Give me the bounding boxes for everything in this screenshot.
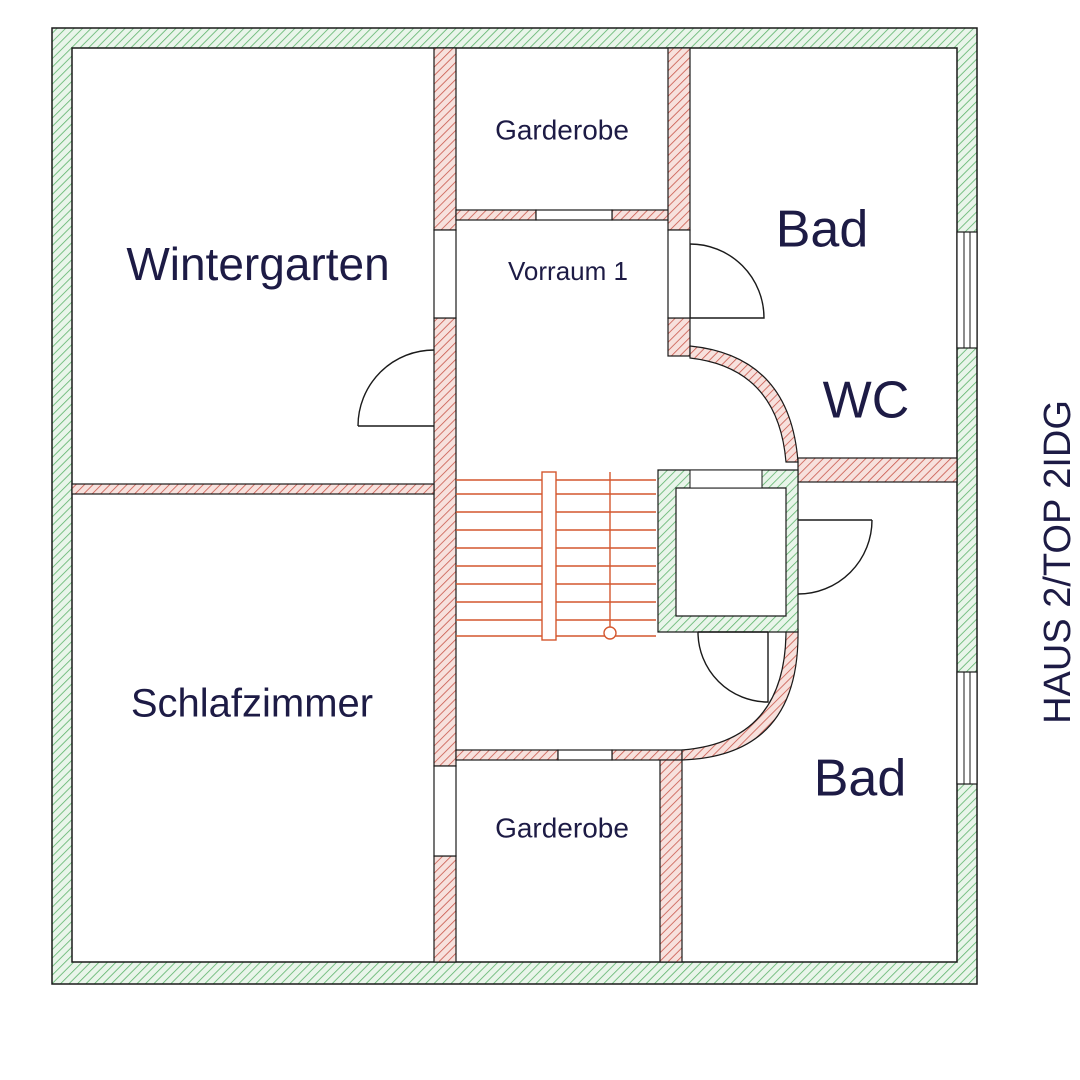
- staircase: [456, 471, 656, 641]
- door-swings: [357, 243, 873, 703]
- room-label-bad-bottom: Bad: [814, 750, 907, 808]
- window-openings: [956, 231, 978, 785]
- exterior-wall: [51, 27, 978, 985]
- room-label-bad-top: Bad: [776, 201, 869, 259]
- shaft-block: [657, 469, 799, 633]
- shaft-opening: [689, 469, 763, 489]
- side-label: HAUS 2/TOP 2IDG: [1037, 400, 1079, 724]
- room-label-garderobe-top: Garderobe: [495, 114, 629, 145]
- room-label-wc: WC: [823, 372, 910, 430]
- room-label-garderobe-bottom: Garderobe: [495, 812, 629, 843]
- room-label-wintergarten: Wintergarten: [126, 238, 389, 290]
- door-openings: [433, 209, 691, 857]
- room-label-schlafzimmer: Schlafzimmer: [131, 682, 373, 726]
- interior-walls: [71, 47, 958, 963]
- curved-wall-lower: [681, 629, 799, 761]
- room-label-vorraum: Vorraum 1: [508, 256, 628, 286]
- curved-wall-upper: [689, 345, 799, 463]
